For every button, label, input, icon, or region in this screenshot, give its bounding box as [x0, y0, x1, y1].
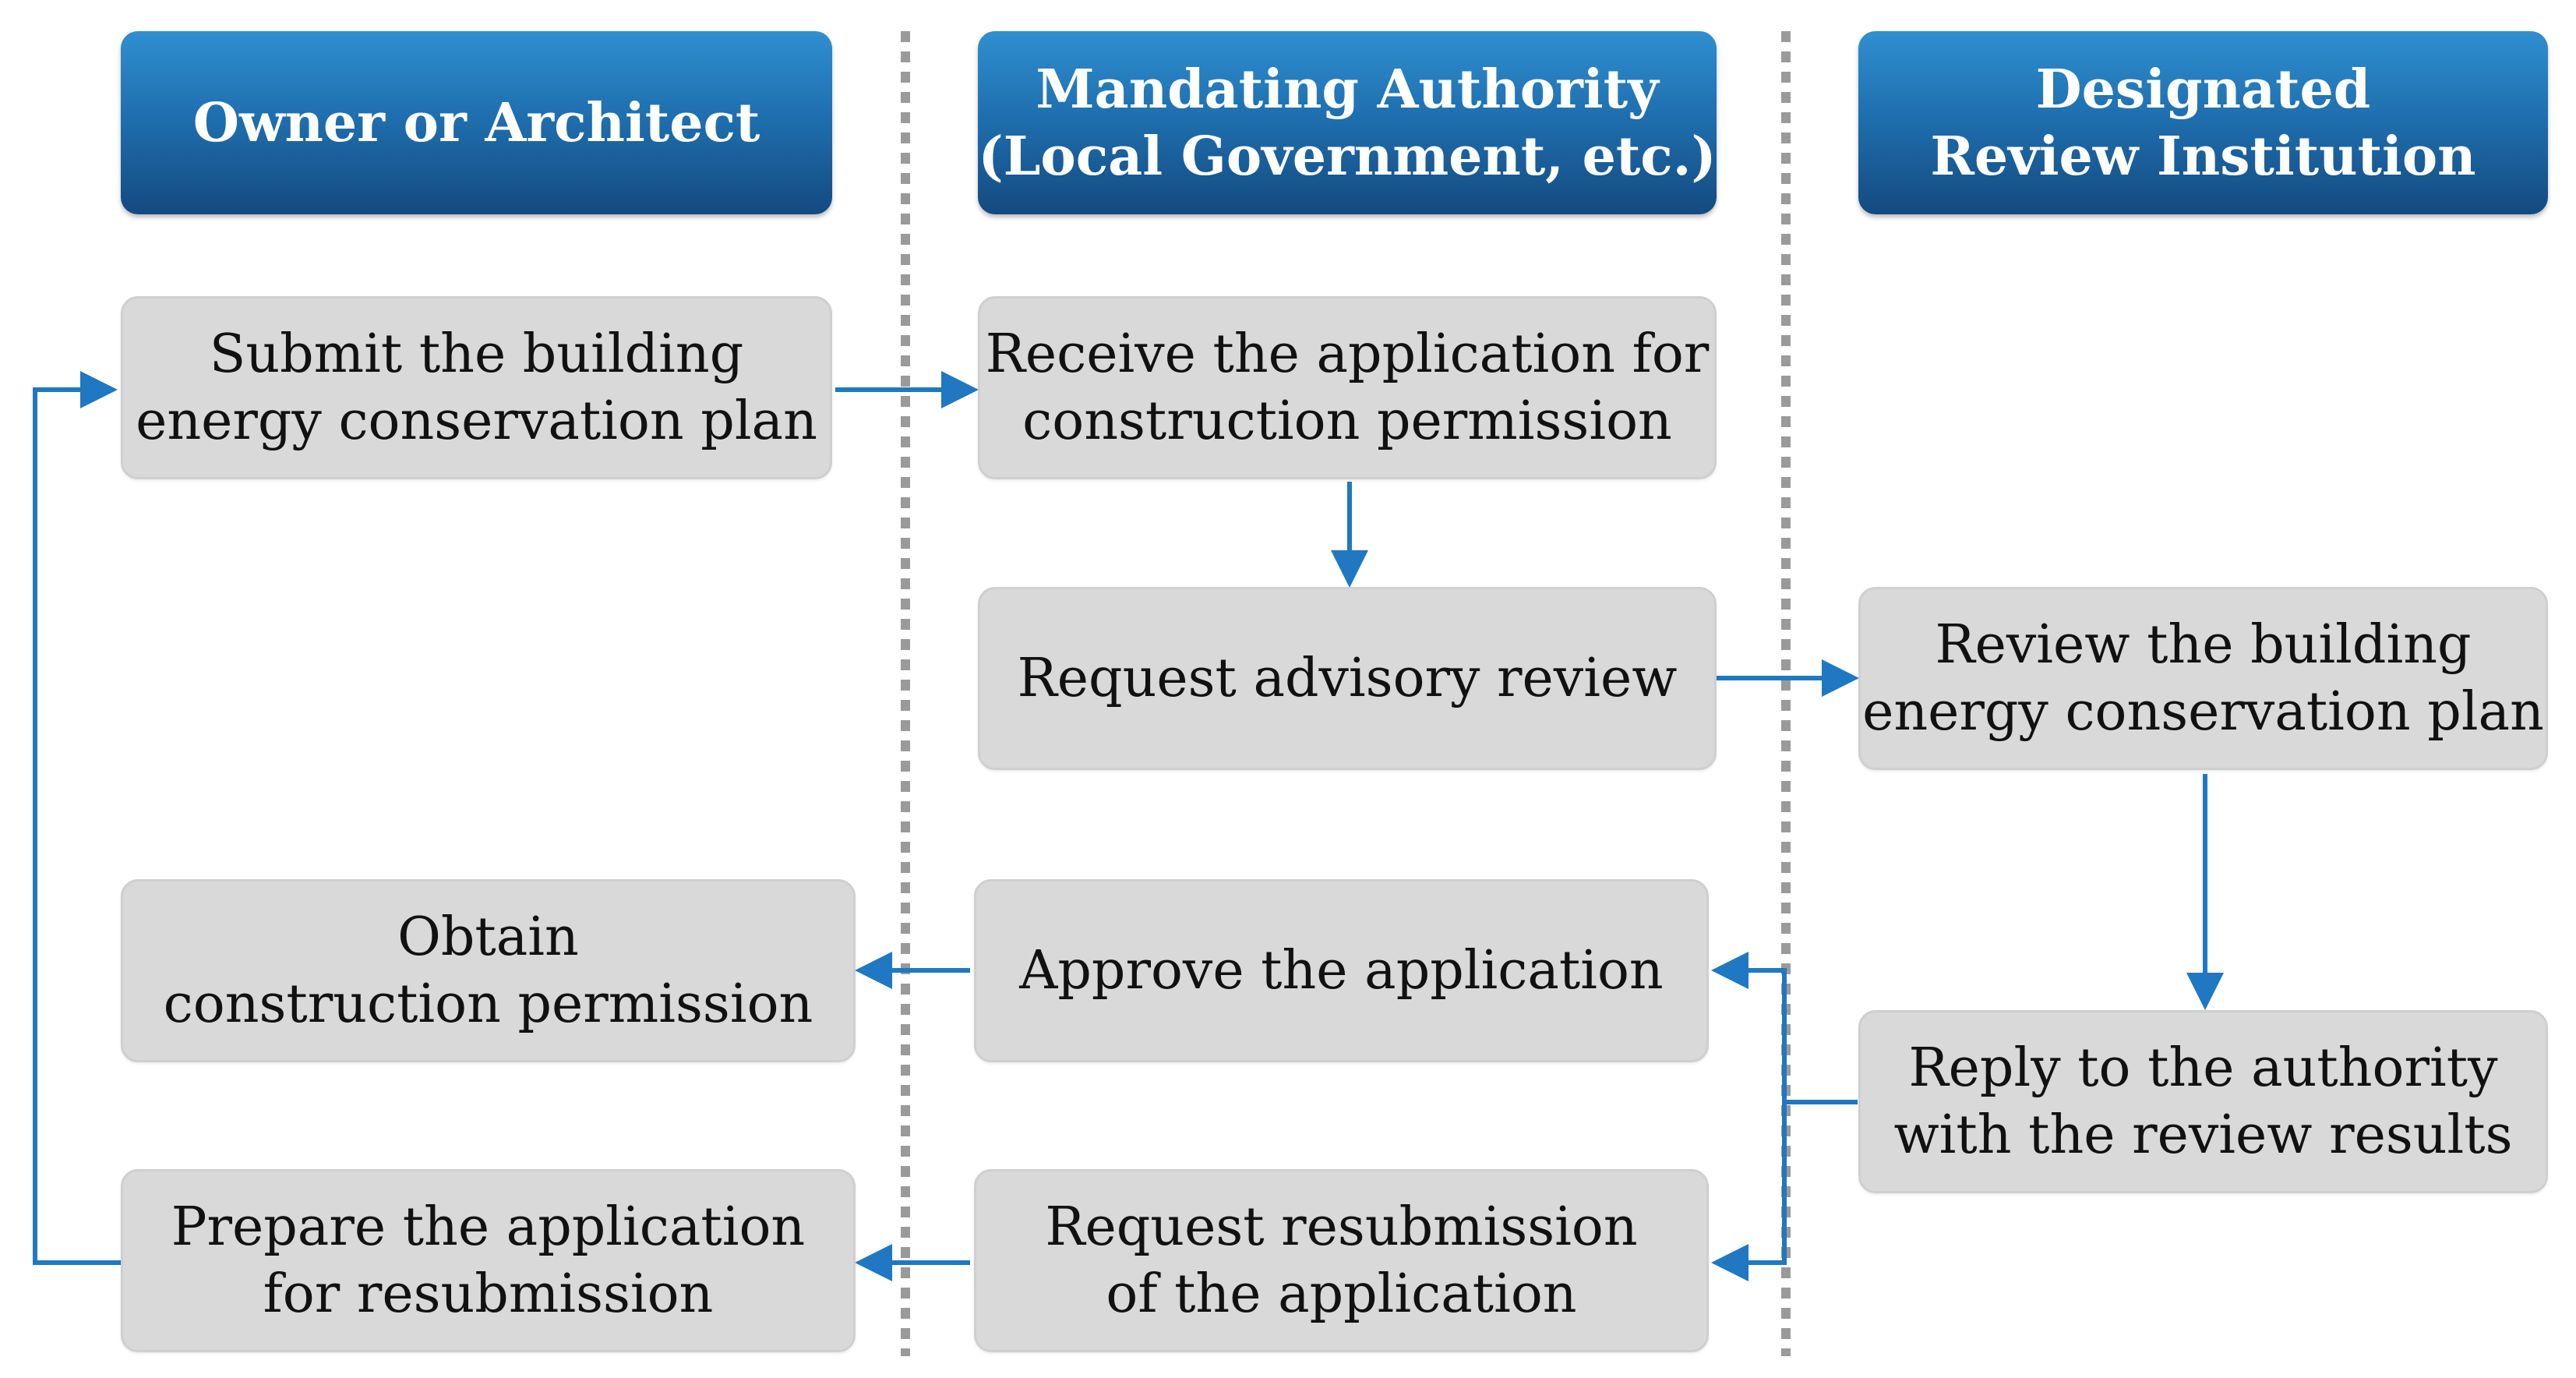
step-review-plan: Review the building energy conservation … [1858, 587, 2548, 770]
header-designated-review-institution: Designated Review Institution [1858, 31, 2548, 214]
step-obtain-permission: Obtain construction permission [121, 879, 856, 1062]
step-approve-application: Approve the application [974, 879, 1709, 1062]
step-receive-application: Receive the application for construction… [978, 296, 1717, 479]
arrow-reply-to-approve [1711, 952, 1858, 1104]
arrow-reply-to-resubmission [1711, 1102, 1787, 1281]
step-submit-plan: Submit the building energy conservation … [121, 296, 832, 479]
step-request-resubmission: Request resubmission of the application [974, 1169, 1709, 1352]
header-owner-architect: Owner or Architect [121, 31, 832, 214]
header-mandating-authority: Mandating Authority (Local Government, e… [978, 31, 1717, 214]
step-reply-results: Reply to the authority with the review r… [1858, 1010, 2548, 1193]
step-prepare-resubmission: Prepare the application for resubmission [121, 1169, 856, 1352]
arrow-prepare-back-to-submit [33, 371, 121, 1265]
step-request-advisory-review: Request advisory review [978, 587, 1717, 770]
